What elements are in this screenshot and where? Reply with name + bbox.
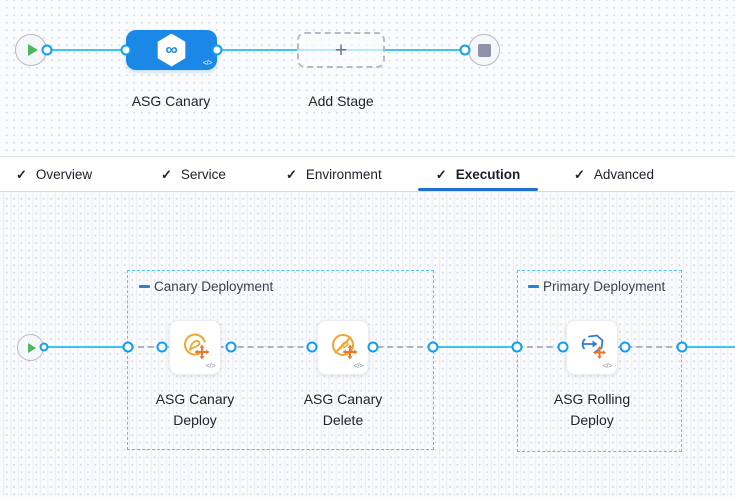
step-asg-rolling-deploy[interactable]: </> — [566, 320, 618, 375]
pipeline-end-node — [468, 34, 500, 66]
connector-dot[interactable] — [367, 341, 379, 353]
stage-label: ASG Canary — [131, 93, 211, 109]
connector-dot[interactable] — [427, 341, 439, 353]
connector-dot[interactable] — [511, 341, 523, 353]
asg-canary-deploy-icon — [183, 333, 210, 360]
connector-dot[interactable] — [676, 341, 688, 353]
connector-dot[interactable] — [557, 341, 569, 353]
play-icon — [28, 342, 36, 353]
add-stage-button[interactable]: + — [297, 32, 385, 68]
add-stage-label: Add Stage — [308, 93, 374, 109]
active-tab-underline — [418, 188, 538, 191]
step-group-primary-deployment — [517, 270, 682, 452]
stage-yaml-toggle-icon[interactable]: </> — [202, 58, 213, 67]
play-icon — [27, 44, 38, 56]
connector-dot[interactable] — [306, 341, 318, 353]
stage-canvas: ∞ </> ASG Canary + Add Stage — [0, 0, 735, 157]
tab-label: Overview — [35, 166, 93, 182]
stage-node-asg-canary[interactable]: ∞ </> — [126, 30, 217, 70]
tab-label: Environment — [305, 166, 382, 182]
step-label: ASG Canary Deploy — [155, 391, 235, 428]
group-dash-icon — [528, 285, 539, 288]
tab-label: Execution — [455, 166, 521, 182]
step-label: ASG Rolling Deploy — [553, 391, 631, 428]
asg-canary-delete-icon — [332, 333, 358, 360]
connector-dot[interactable] — [122, 341, 134, 353]
check-icon: ✓ — [574, 166, 585, 182]
group-dash-icon — [139, 285, 150, 288]
connector-dot[interactable] — [41, 44, 53, 56]
connector-dot[interactable] — [459, 44, 471, 56]
step-label: ASG Canary Delete — [303, 391, 383, 428]
check-icon: ✓ — [435, 166, 447, 182]
group-label-canary-deployment[interactable]: Canary Deployment — [139, 279, 273, 294]
execution-flow-line — [682, 346, 735, 348]
execution-flow-line — [433, 346, 517, 348]
tab-advanced[interactable]: ✓ Advanced — [574, 157, 654, 191]
tab-service[interactable]: ✓ Service — [161, 157, 226, 191]
connector-dot[interactable] — [39, 342, 49, 352]
check-icon: ✓ — [286, 166, 297, 182]
stop-icon — [477, 43, 491, 57]
connector-dot[interactable] — [120, 44, 132, 56]
group-label-primary-deployment[interactable]: Primary Deployment — [528, 279, 665, 294]
stage-flow-line — [47, 49, 465, 51]
infinity-glyph: ∞ — [165, 40, 178, 59]
connector-dot[interactable] — [619, 341, 631, 353]
tab-label: Service — [180, 166, 226, 182]
asg-rolling-deploy-icon — [581, 334, 606, 359]
step-yaml-toggle-icon[interactable]: </> — [205, 361, 216, 370]
cd-hexagon-infinity-icon: ∞ — [157, 33, 186, 67]
step-asg-canary-deploy[interactable]: </> — [169, 320, 221, 375]
connector-dot[interactable] — [211, 44, 223, 56]
connector-dot[interactable] — [156, 341, 168, 353]
step-yaml-toggle-icon[interactable]: </> — [353, 361, 364, 370]
tab-environment[interactable]: ✓ Environment — [286, 157, 382, 191]
execution-flow-dashed-line — [128, 346, 433, 348]
canvas-bottom-edge — [0, 496, 735, 501]
stage-config-tabbar: ✓ Overview ✓ Service ✓ Environment ✓ Exe… — [0, 157, 735, 192]
tab-label: Advanced — [593, 166, 654, 182]
check-icon: ✓ — [161, 166, 172, 182]
connector-dot[interactable] — [225, 341, 237, 353]
check-icon: ✓ — [16, 166, 27, 182]
plus-icon: + — [334, 38, 348, 62]
step-group-canary-deployment — [127, 270, 434, 450]
step-asg-canary-delete[interactable]: </> — [317, 320, 369, 375]
execution-flow-line — [44, 346, 128, 348]
tab-execution[interactable]: ✓ Execution — [418, 157, 538, 191]
tab-overview[interactable]: ✓ Overview — [16, 157, 92, 191]
step-yaml-toggle-icon[interactable]: </> — [602, 361, 613, 370]
